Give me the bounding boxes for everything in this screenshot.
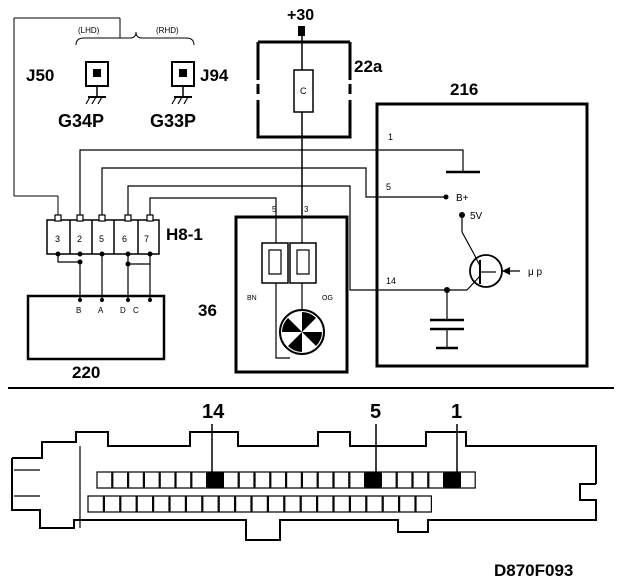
ground-j94	[171, 61, 195, 105]
pump-og-label: OG	[322, 295, 333, 302]
connector-pin-5: 5	[99, 234, 104, 244]
wire-pin14	[127, 185, 447, 291]
lhd-rhd-bracket	[75, 31, 195, 46]
connector-cell	[284, 495, 301, 513]
connector-cell	[103, 495, 121, 513]
ecu-box	[375, 102, 589, 368]
connector-pin-3: 3	[55, 234, 60, 244]
connector-cell	[317, 471, 334, 489]
connector-cell	[251, 495, 268, 513]
ecu-pin14-label: 14	[386, 276, 396, 286]
connector-cell	[317, 495, 334, 513]
connector-cell	[136, 495, 154, 513]
connector-cell	[333, 495, 350, 513]
unit220-pin-d: D	[120, 306, 126, 315]
connector-cell	[333, 471, 350, 489]
bplus-label: B+	[456, 193, 469, 204]
unit220-pin-b: B	[76, 306, 81, 315]
fuse-element	[293, 69, 314, 113]
connector-cell	[459, 471, 476, 489]
connector-cell	[349, 471, 366, 489]
connector-cell	[235, 495, 252, 513]
unit-220-label: 220	[72, 363, 100, 382]
microprocessor-label: μ p	[528, 267, 543, 278]
connector-cell	[428, 471, 445, 489]
connector-cell	[444, 471, 461, 489]
connector-cell	[300, 495, 318, 513]
connector-cell	[96, 471, 113, 489]
ground-j50	[85, 61, 109, 105]
connector-cell	[112, 471, 129, 489]
ecu-label: 216	[450, 80, 478, 99]
fuse-box	[256, 40, 352, 139]
g34p-label: G34P	[58, 111, 104, 131]
connector-pin-7: 7	[144, 234, 149, 244]
connector-cell	[301, 471, 318, 489]
wire-pin5	[101, 167, 446, 220]
bottom-pin5-label: 5	[370, 401, 381, 423]
connector-cell	[396, 471, 413, 489]
pump-bn-label: BN	[247, 295, 257, 302]
ecu-pin1-label: 1	[388, 132, 393, 142]
connector-cell	[143, 471, 160, 489]
fuse-c-label: C	[300, 86, 307, 96]
connector-cell	[382, 495, 400, 513]
connector-cell	[159, 471, 176, 489]
connector-cell	[175, 471, 192, 489]
pump-pin5-label: 5	[272, 205, 277, 214]
ecu-connector-pins	[87, 471, 476, 513]
rhd-label: (RHD)	[156, 26, 179, 35]
ecu-connector-outline	[11, 431, 597, 541]
connector-cell	[222, 471, 239, 489]
connector-pin-6: 6	[122, 234, 127, 244]
wire-pin1	[79, 149, 464, 220]
connector-cell	[267, 495, 285, 513]
diagram-code: D870F093	[494, 561, 573, 580]
connector-cell	[270, 471, 287, 489]
supply-label: +30	[287, 7, 314, 24]
v5-label: 5V	[470, 211, 483, 222]
connector-cell	[286, 471, 303, 489]
unit-220-box	[26, 294, 166, 361]
connector-cell	[87, 495, 104, 513]
connector-cell	[254, 471, 271, 489]
connector-cell	[412, 471, 429, 489]
connector-cell	[399, 495, 416, 513]
bottom-pin14-label: 14	[202, 401, 225, 423]
connector-cell	[238, 471, 255, 489]
pump-pin3-label: 3	[304, 205, 309, 214]
connector-cell	[153, 495, 170, 513]
connector-cell	[191, 471, 208, 489]
lhd-label: (LHD)	[78, 26, 100, 35]
unit220-pin-c: C	[133, 306, 139, 315]
connector-cell	[415, 495, 432, 513]
connector-pin-2: 2	[77, 234, 82, 244]
connector-label: H8-1	[166, 225, 203, 244]
connector-cell	[380, 471, 397, 489]
fuse-box-label: 22a	[354, 57, 383, 76]
connector-cell	[207, 471, 224, 489]
connector-cell	[218, 495, 236, 513]
unit220-pin-a: A	[98, 306, 104, 315]
connector-cell	[169, 495, 186, 513]
ecu-pin5-label: 5	[386, 182, 391, 192]
j50-label: J50	[26, 66, 54, 85]
connector-cell	[120, 495, 137, 513]
bottom-pin1-label: 1	[451, 401, 462, 423]
g33p-label: G33P	[150, 111, 196, 131]
connector-cell	[366, 495, 383, 513]
connector-cell	[185, 495, 203, 513]
connector-cell	[365, 471, 382, 489]
pump-label: 36	[198, 301, 217, 320]
connector-cell	[349, 495, 367, 513]
connector-cell	[128, 471, 145, 489]
pump-box	[234, 215, 349, 374]
supply-terminal	[298, 26, 305, 36]
connector-cell	[202, 495, 219, 513]
j94-label: J94	[200, 66, 229, 85]
connector-h8-1	[46, 219, 160, 255]
